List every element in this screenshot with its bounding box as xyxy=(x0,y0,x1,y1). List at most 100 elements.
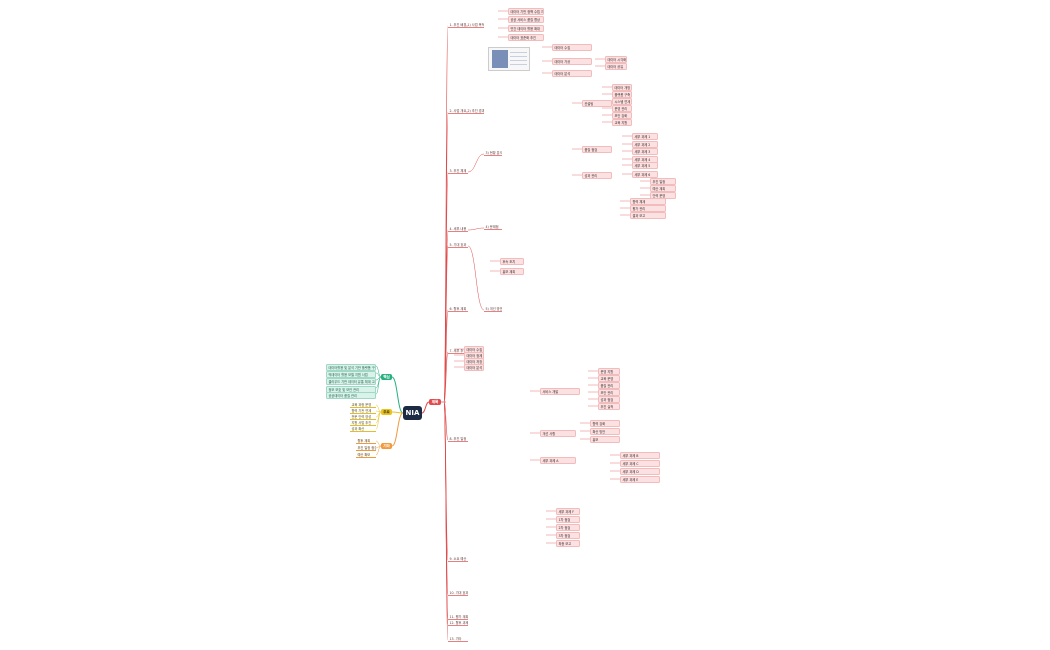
lower-leaf-item[interactable]: 교육 운영 xyxy=(598,375,620,383)
section-heading-lower[interactable]: 10. 기대 효과 xyxy=(448,590,468,597)
hub-node-green[interactable]: 핵심 xyxy=(381,374,392,380)
yellow-branch-item[interactable]: 전문 인력 양성 xyxy=(350,414,376,421)
upper-leaf-item[interactable]: 후속 조치 xyxy=(500,258,524,266)
lower-leaf-item[interactable]: 서비스 개발 xyxy=(540,388,580,396)
lower-leaf-item[interactable]: 세부 과제 D xyxy=(620,468,660,476)
subsection-heading[interactable]: 3) 현황 분석 xyxy=(484,150,502,157)
section-heading-lower[interactable]: 7. 세부 추진 계획 xyxy=(448,348,468,355)
section-heading-lower[interactable]: 13. 기타 xyxy=(448,636,468,643)
lower-leaf-item[interactable]: 3차 점검 xyxy=(556,532,580,540)
section-heading-lower[interactable]: 12. 향후 과제 xyxy=(448,620,468,627)
green-branch-item[interactable]: 클라우드 기반 데이터 유통 체계 고도화 추진 xyxy=(326,378,376,386)
upper-leaf-item[interactable]: 운영 관리 xyxy=(612,105,632,113)
upper-leaf-item[interactable]: 시스템 연계 xyxy=(612,98,632,106)
upper-leaf-item[interactable]: 플랫폼 구축 xyxy=(612,91,632,99)
lower-leaf-item[interactable]: 최종 보고 xyxy=(556,540,580,548)
yellow-branch-item[interactable]: 협력 기관 연계 xyxy=(350,408,376,415)
connector-line xyxy=(467,245,485,311)
screenshot-thumbnail xyxy=(488,47,530,71)
hub-node-yellow[interactable]: 주요 xyxy=(381,409,392,415)
hub-node-main[interactable]: 제목 xyxy=(429,399,441,405)
yellow-branch-item[interactable]: 성과 확산 xyxy=(350,426,376,433)
upper-leaf-item[interactable]: 교육 지원 xyxy=(612,119,632,127)
lower-leaf-item[interactable]: 세부 과제 A xyxy=(540,457,576,465)
upper-leaf-item[interactable]: 세부 과제 6 xyxy=(632,171,658,179)
green-branch-item[interactable]: 데이터활용 및 분석 기반 플랫폼 구축 방향 수립 xyxy=(326,364,376,372)
lower-leaf-item[interactable]: 보안 관리 xyxy=(598,389,620,397)
section-heading-upper[interactable]: 6. 향후 계획 xyxy=(448,306,468,313)
upper-leaf-item[interactable]: 데이터 표준화 추진 xyxy=(508,34,544,42)
upper-leaf-item[interactable]: 공공 서비스 품질 향상 xyxy=(508,16,544,24)
section-heading-upper[interactable]: 3. 추진 체계 xyxy=(448,168,468,175)
lower-leaf-item[interactable]: 추진 실적 xyxy=(598,403,620,411)
upper-leaf-item[interactable]: 민간 데이터 활용 확대 xyxy=(508,25,544,33)
connector-line xyxy=(467,153,485,173)
upper-leaf-item[interactable]: 컨설팅 xyxy=(582,100,612,108)
upper-leaf-item[interactable]: 세부 과제 5 xyxy=(632,162,658,170)
upper-leaf-item[interactable]: 추진 일정 xyxy=(650,178,676,186)
upper-leaf-item[interactable]: 보안 강화 xyxy=(612,112,632,120)
connector-line xyxy=(375,411,382,430)
section-heading-upper[interactable]: 4. 세부 내용 xyxy=(448,226,468,233)
section-heading-lower[interactable]: 9. 소요 예산 xyxy=(448,556,468,563)
lower-leaf-item[interactable]: 데이터 분석 xyxy=(464,364,484,372)
green-branch-item[interactable]: 공공데이터 품질 관리 xyxy=(326,392,376,400)
connector-line xyxy=(375,376,382,395)
connector-line xyxy=(467,227,485,231)
lower-leaf-item[interactable]: 1차 점검 xyxy=(556,516,580,524)
green-branch-item[interactable]: 빅데이터 활용 모델 지원 사업 xyxy=(326,371,376,379)
lower-leaf-item[interactable]: 홍보 xyxy=(590,436,620,444)
upper-leaf-item[interactable]: 결과 보고 xyxy=(630,212,666,220)
subsection-heading[interactable]: 4) 문제점 xyxy=(484,224,502,231)
upper-leaf-item[interactable]: 세부 과제 2 xyxy=(632,141,658,149)
upper-leaf-item[interactable]: 데이터 가공 xyxy=(552,58,592,66)
subsection-heading[interactable]: 2) 추진 경과 xyxy=(466,108,484,115)
lower-leaf-item[interactable]: 세부 과제 F xyxy=(556,508,580,516)
lower-leaf-item[interactable]: 세부 과제 C xyxy=(620,460,660,468)
lower-leaf-item[interactable]: 개선 사항 xyxy=(540,430,576,438)
upper-leaf-item[interactable]: 성과 관리 xyxy=(582,172,612,180)
connector-line xyxy=(421,401,430,414)
lower-leaf-item[interactable]: 세부 과제 E xyxy=(620,476,660,484)
section-heading-lower[interactable]: 8. 추진 일정 xyxy=(448,436,468,443)
upper-leaf-item[interactable]: 데이터 수집 xyxy=(552,44,592,52)
upper-leaf-item[interactable]: 예산 계획 xyxy=(650,185,676,193)
yellow-branch-item[interactable]: 지원 사업 추진 xyxy=(350,420,376,427)
orange-branch-item[interactable]: 향후 계획 xyxy=(356,438,376,445)
upper-leaf-item[interactable]: 데이터 공유 xyxy=(605,63,627,71)
upper-leaf-item[interactable]: 데이터 시각화 xyxy=(605,56,627,64)
upper-leaf-item[interactable]: 평가 관리 xyxy=(630,205,666,213)
upper-leaf-item[interactable]: 품질 점검 xyxy=(582,146,612,154)
lower-leaf-item[interactable]: 세부 과제 B xyxy=(620,452,660,460)
lower-leaf-item[interactable]: 협력 강화 xyxy=(590,420,620,428)
upper-leaf-item[interactable]: 홍보 계획 xyxy=(500,268,524,276)
orange-branch-item[interactable]: 추진 일정 점검 xyxy=(356,445,376,452)
upper-leaf-item[interactable]: 데이터 분석 xyxy=(552,70,592,78)
connector-line xyxy=(443,401,449,641)
section-heading-upper[interactable]: 2. 사업 개요 xyxy=(448,108,468,115)
upper-leaf-item[interactable]: 세부 과제 3 xyxy=(632,148,658,156)
upper-leaf-item[interactable]: 데이터 개방 xyxy=(612,84,632,92)
upper-leaf-item[interactable]: 협력 체계 xyxy=(630,198,666,206)
root-node[interactable]: NIA xyxy=(403,406,422,420)
connector-line xyxy=(443,401,449,441)
section-heading-upper[interactable]: 1. 추진 배경 xyxy=(448,22,468,29)
upper-leaf-item[interactable]: 세부 과제 1 xyxy=(632,133,658,141)
hub-node-orange[interactable]: 기타 xyxy=(381,443,392,449)
yellow-branch-item[interactable]: 교육 과정 운영 xyxy=(350,402,376,409)
lower-leaf-item[interactable]: 성과 점검 xyxy=(598,396,620,404)
lower-leaf-item[interactable]: 2차 점검 xyxy=(556,524,580,532)
section-heading-upper[interactable]: 5. 기대 효과 xyxy=(448,242,468,249)
upper-leaf-item[interactable]: 데이터 기반 정책 수립 지원 xyxy=(508,8,544,16)
section-heading-lower[interactable]: 11. 평가 계획 xyxy=(448,614,468,621)
lower-leaf-item[interactable]: 운영 지원 xyxy=(598,368,620,376)
lower-leaf-item[interactable]: 확산 방안 xyxy=(590,428,620,436)
subsection-heading[interactable]: 5) 개선 방안 xyxy=(484,306,502,313)
connector-line xyxy=(375,445,382,456)
subsection-heading[interactable]: 1) 사업 목적 xyxy=(466,22,484,29)
lower-leaf-item[interactable]: 품질 관리 xyxy=(598,382,620,390)
connector-line xyxy=(391,376,404,414)
orange-branch-item[interactable]: 예산 확보 xyxy=(356,452,376,459)
